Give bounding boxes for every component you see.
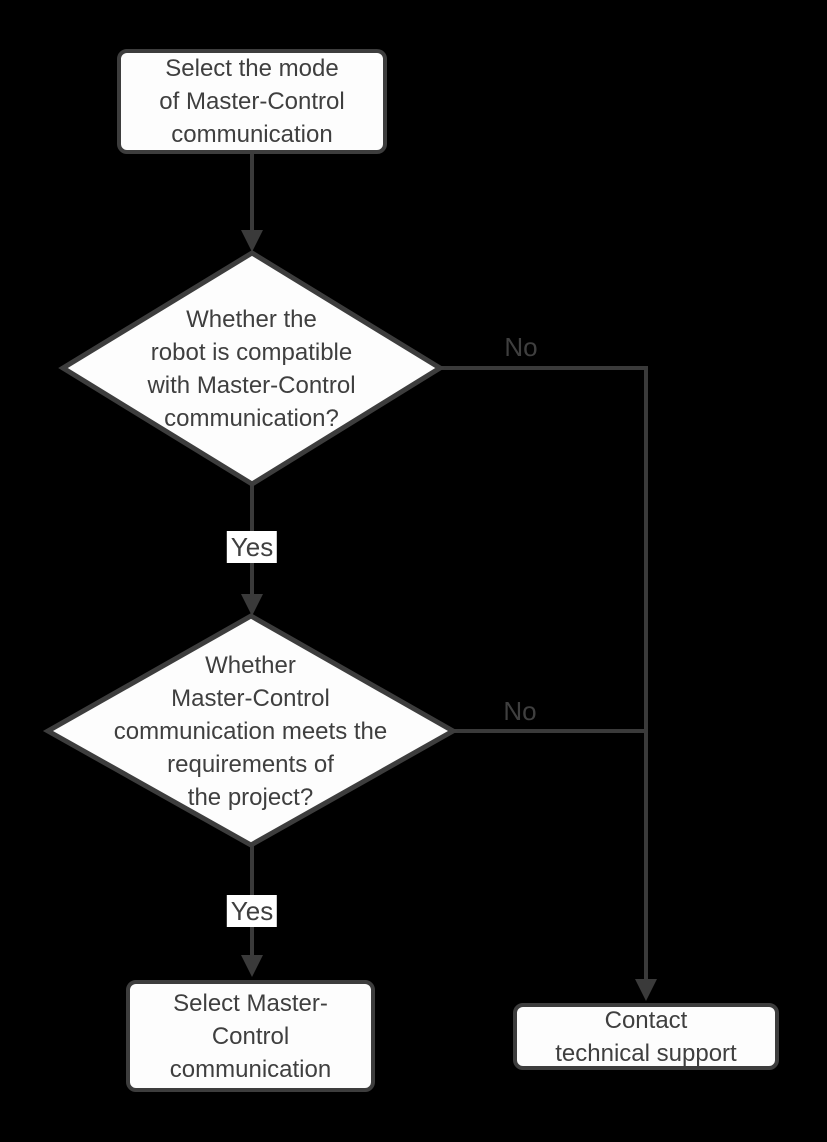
arrowhead-decision1-yes — [241, 594, 263, 616]
edge-label-no-2: No — [503, 696, 537, 726]
node-contact-support: Contact technical support — [513, 1003, 779, 1070]
edge-label-yes-2: Yes — [226, 895, 278, 927]
decision-compatible-shape — [58, 250, 445, 487]
edge-decision1-no — [440, 366, 648, 980]
edge-label-no-1: No — [504, 332, 538, 362]
node-start: Select the mode of Master-Control commun… — [117, 49, 387, 154]
arrowhead-no-to-contact — [635, 979, 657, 1001]
arrowhead-decision2-yes — [241, 955, 263, 977]
decision-requirements-shape — [42, 613, 459, 848]
node-select-master-control: Select Master- Control communication — [126, 980, 375, 1092]
arrowhead-start-to-decision1 — [241, 230, 263, 252]
edge-label-yes-1: Yes — [226, 531, 278, 563]
